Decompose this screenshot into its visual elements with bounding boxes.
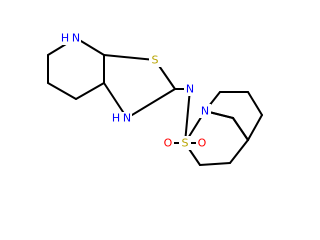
atom-label-n-quinoline: N: [201, 105, 209, 118]
atom-o-top: O: [162, 136, 174, 150]
atom-nh-thiazole: N H: [109, 112, 132, 134]
atom-label-h-thiazole: H: [112, 112, 120, 125]
bond-2: [75, 82, 105, 100]
atom-n-piperidine: N H: [59, 31, 81, 45]
bond-16: [229, 139, 249, 164]
bond-11: [184, 88, 191, 144]
bond-6: [103, 54, 156, 61]
atom-label-n-imine: N: [186, 83, 194, 96]
bond-24: [247, 91, 263, 116]
bond-15: [199, 162, 231, 166]
atom-label-n-thiazole: N: [123, 112, 131, 125]
atom-label-n-piperidine: N: [72, 32, 80, 45]
bond-3: [47, 82, 77, 100]
bond-8: [126, 88, 176, 119]
bond-21: [232, 117, 249, 141]
atom-label-s-sulfonyl: S: [182, 137, 189, 150]
atom-label-o-top: O: [164, 137, 173, 150]
atom-label-o-bottom: O: [198, 137, 207, 150]
bond-25: [247, 114, 263, 141]
atom-s-sulfonyl: S: [179, 136, 191, 150]
atom-s-thiazole: S: [149, 53, 161, 67]
molecule-diagram: N H S N H N S O O N: [47, 31, 263, 166]
atom-label-h-piperidine: H: [61, 32, 69, 45]
atom-n-imine: N: [184, 82, 196, 96]
atom-o-bottom: O: [196, 136, 208, 150]
atom-labels: N H S N H N S O O N: [59, 31, 211, 150]
atom-n-quinoline: N: [199, 104, 211, 118]
atom-label-s-thiazole: S: [152, 54, 159, 67]
